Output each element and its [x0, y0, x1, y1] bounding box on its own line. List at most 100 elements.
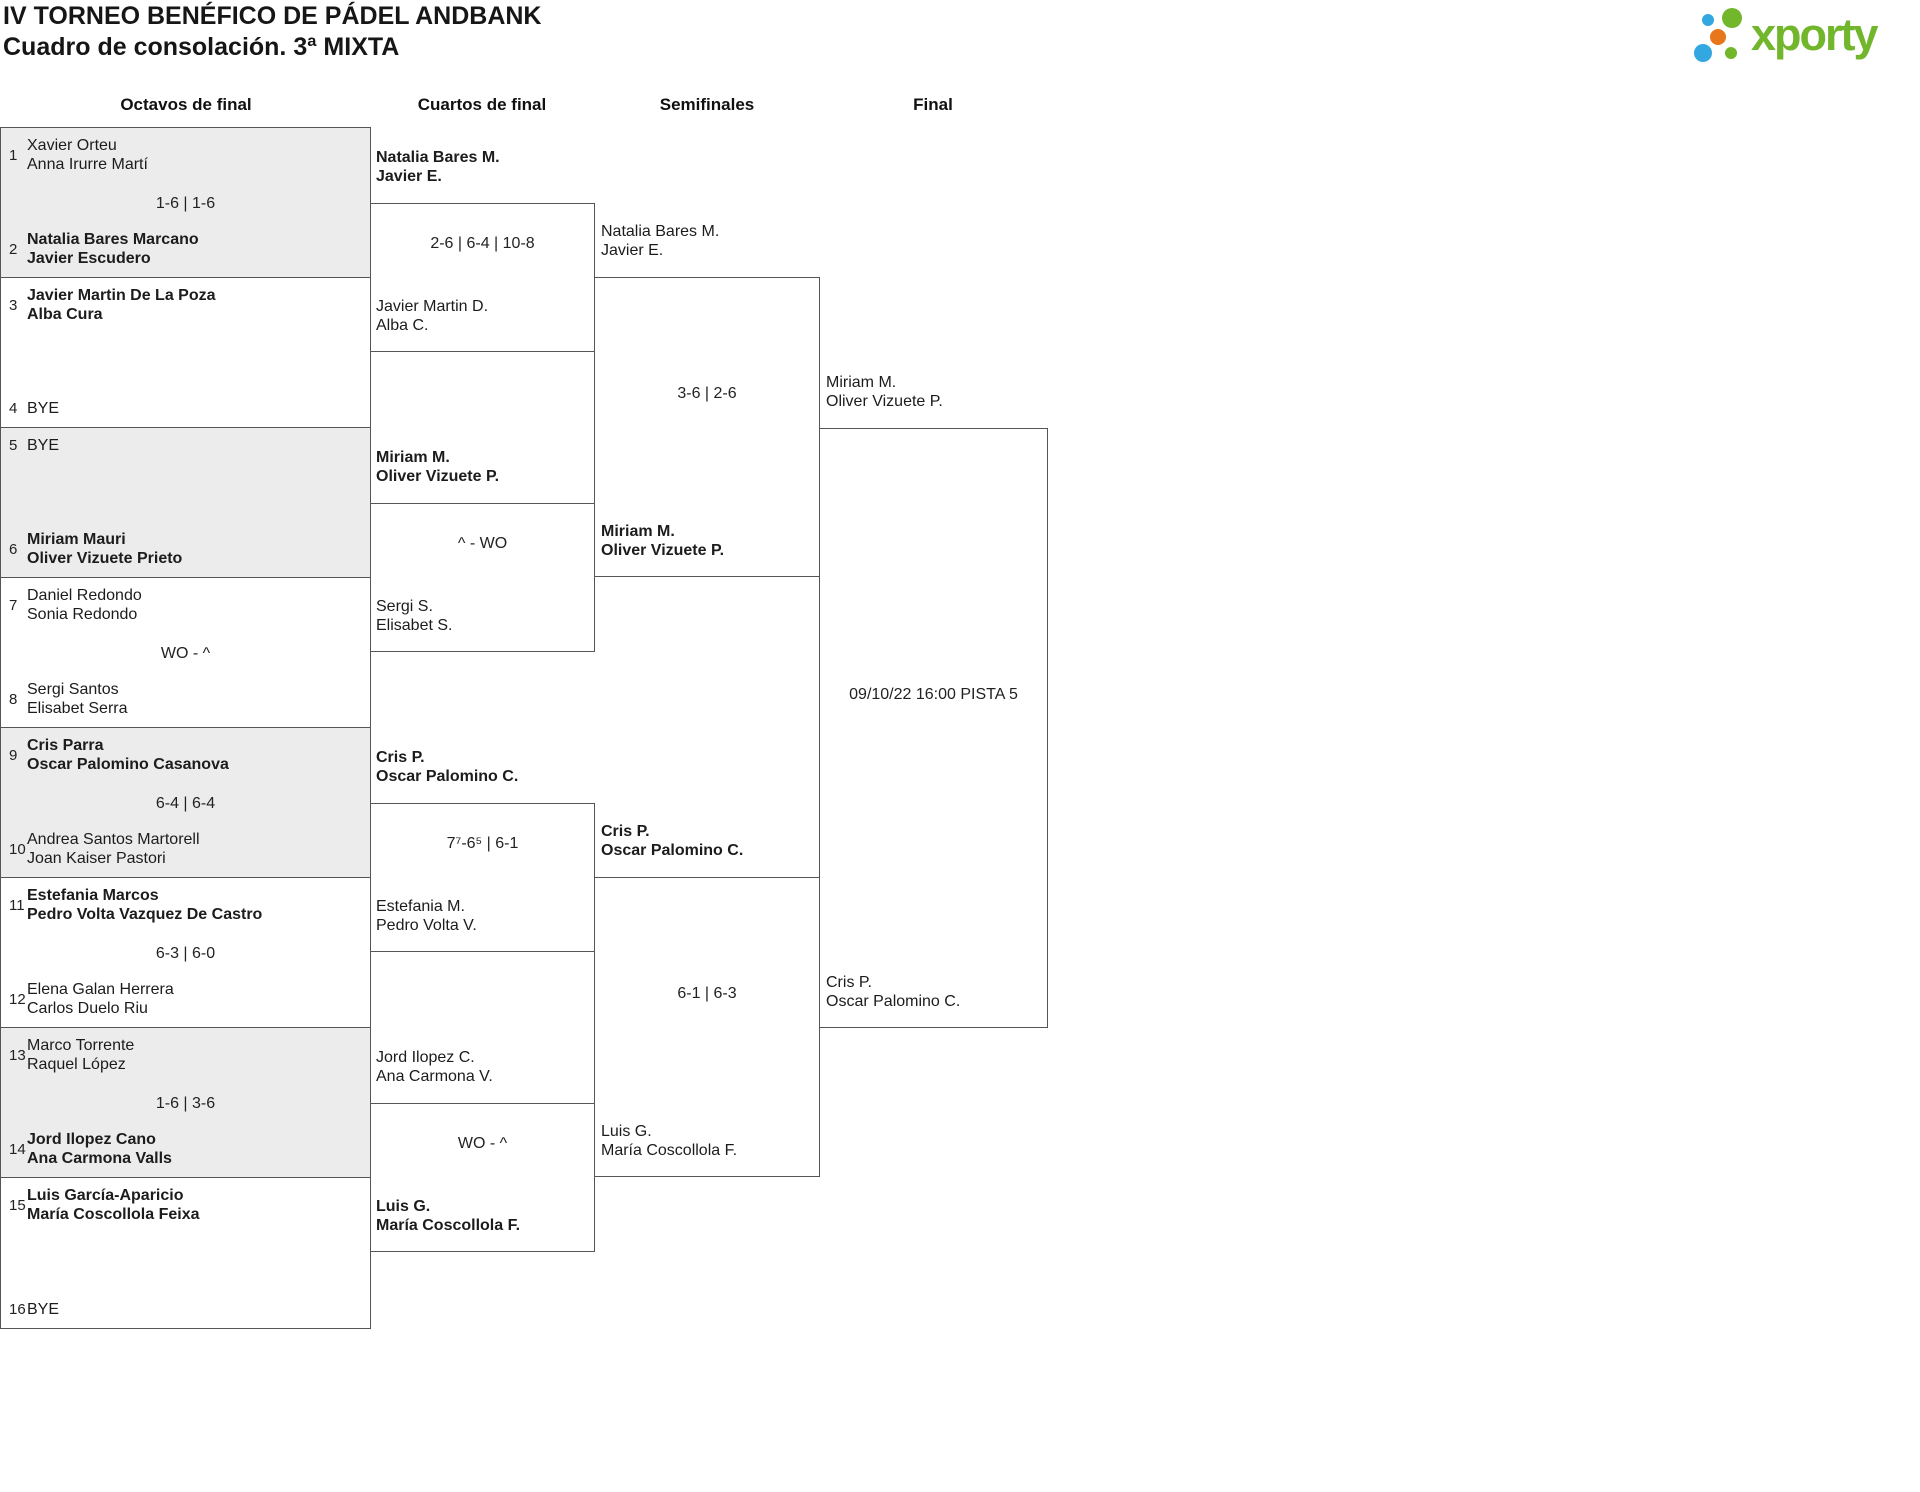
sf1-score: 3-6 | 2-6 — [677, 385, 737, 402]
final-top-team: Miriam M.Oliver Vizuete P. — [826, 374, 943, 410]
qf3-score: 7⁷-6⁵ | 6-1 — [446, 835, 519, 852]
seed-number: 3 — [9, 296, 18, 314]
qf2-top-team: Miriam M.Oliver Vizuete P. — [376, 449, 500, 485]
match-score: 1-6 | 1-6 — [155, 195, 216, 212]
seed-number: 6 — [9, 540, 18, 558]
page-title: IV TORNEO BENÉFICO DE PÁDEL ANDBANK Cuad… — [3, 1, 541, 63]
seed-number: 1 — [9, 146, 18, 164]
seed-number: 8 — [9, 690, 18, 708]
seed-number: 10 — [9, 840, 26, 858]
logo-dot-green-small — [1725, 47, 1737, 59]
qf2-score: ^ - WO — [457, 535, 508, 552]
team-names: BYE — [27, 400, 60, 417]
sf2-score: 6-1 | 6-3 — [677, 985, 737, 1002]
team-slot: 4 BYE — [9, 399, 366, 418]
final-box — [819, 428, 1048, 1028]
qf4-score: WO - ^ — [457, 1135, 508, 1152]
logo-dot-green-big — [1722, 8, 1742, 28]
qf4-bottom-team: Luis G.María Coscollola F. — [376, 1198, 521, 1234]
qf1-score: 2-6 | 6-4 | 10-8 — [430, 235, 535, 252]
final-bottom-team: Cris P.Oscar Palomino C. — [826, 974, 961, 1010]
qf1-bottom-team: Javier Martin D.Alba C. — [376, 298, 489, 334]
qf4-top-team: Jord Ilopez C.Ana Carmona V. — [376, 1049, 493, 1085]
qf3-top-team: Cris P.Oscar Palomino C. — [376, 749, 519, 785]
seed-number: 13 — [9, 1046, 26, 1064]
seed-number: 12 — [9, 990, 26, 1008]
header-cuartos: Cuartos de final — [417, 95, 547, 114]
sf1-bottom-team: Miriam M.Oliver Vizuete P. — [601, 523, 725, 559]
team-names: BYE — [27, 437, 60, 454]
tournament-name: IV TORNEO BENÉFICO DE PÁDEL ANDBANK — [3, 2, 542, 30]
sf1-box — [594, 277, 820, 577]
header-octavos: Octavos de final — [120, 95, 252, 114]
seed-number: 15 — [9, 1196, 26, 1214]
match-score: 1-6 | 3-6 — [155, 1095, 216, 1112]
seed-number: 11 — [9, 896, 25, 914]
seed-number: 2 — [9, 240, 18, 258]
logo-dot-blue-small — [1702, 14, 1714, 26]
seed-number: 5 — [9, 437, 18, 454]
team-slot: 5 BYE — [9, 436, 366, 455]
logo-dot-blue-big — [1694, 44, 1712, 62]
final-schedule: 09/10/22 16:00 PISTA 5 — [849, 686, 1018, 703]
match-score: WO - ^ — [160, 645, 211, 662]
match-score: 6-4 | 6-4 — [155, 795, 216, 812]
header-final: Final — [913, 95, 953, 114]
seed-number: 7 — [9, 596, 18, 614]
bracket-subtitle: Cuadro de consolación. 3ª MIXTA — [3, 33, 400, 61]
header-semifinales: Semifinales — [659, 95, 755, 114]
seed-number: 16 — [9, 1301, 26, 1318]
seed-number: 4 — [9, 400, 18, 417]
sf2-top-team: Cris P.Oscar Palomino C. — [601, 823, 744, 859]
qf3-bottom-team: Estefania M.Pedro Volta V. — [376, 898, 477, 934]
qf2-bottom-team: Sergi S.Elisabet S. — [376, 598, 453, 634]
qf1-top-team: Natalia Bares M.Javier E. — [376, 149, 500, 185]
qf2-box — [370, 503, 595, 652]
logo-wordmark: xporty — [1751, 9, 1879, 60]
sf2-bottom-team: Luis G.María Coscollola F. — [601, 1123, 738, 1159]
logo-dot-orange — [1710, 29, 1726, 45]
match-score: 6-3 | 6-0 — [155, 945, 216, 962]
qf4-box — [370, 1103, 595, 1252]
seed-number: 9 — [9, 746, 18, 764]
team-names: BYE — [27, 1301, 60, 1318]
seed-number: 14 — [9, 1140, 26, 1158]
sf1-top-team: Natalia Bares M.Javier E. — [601, 223, 720, 259]
